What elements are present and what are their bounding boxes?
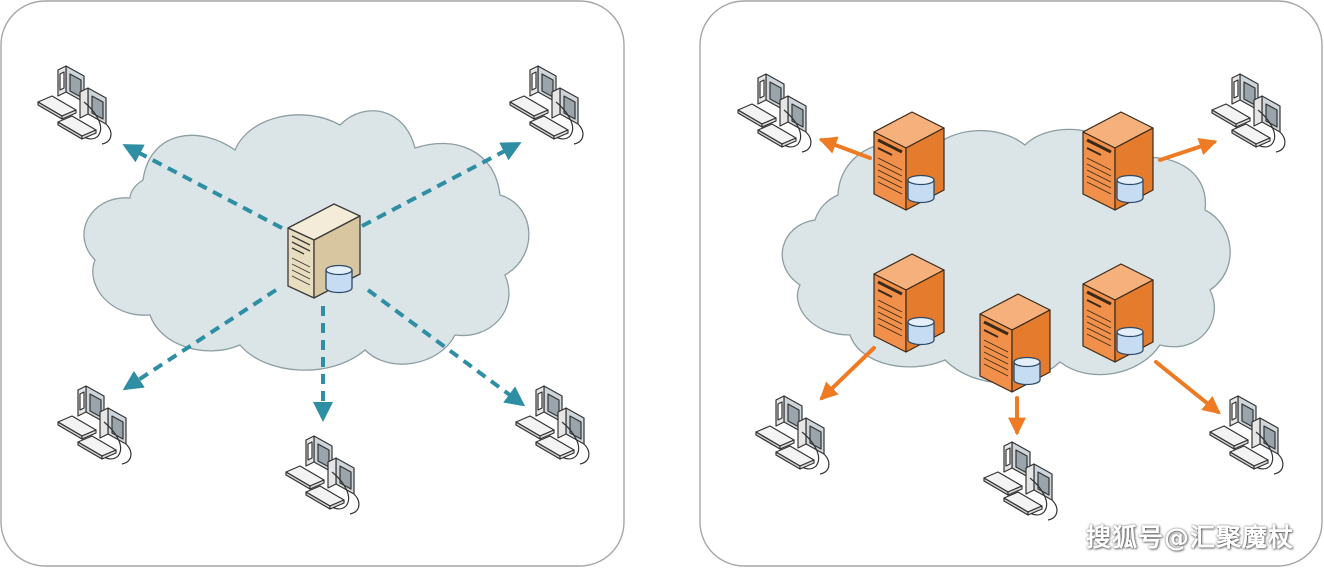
- arrow-to-client-bottom-right: [1154, 360, 1221, 415]
- arrows-distributed: [818, 136, 1221, 436]
- arrow-to-client-top-right: [1158, 138, 1218, 162]
- arrow-to-client-bottom-right: [366, 288, 526, 407]
- arrow-to-client-top-left: [818, 136, 872, 160]
- arrow-to-client-bottom-left: [819, 346, 876, 401]
- watermark-text: 搜狐号@汇聚魔杖: [1085, 523, 1294, 552]
- arrow-to-client-top-left: [122, 144, 283, 230]
- arrow-to-client-top-right: [361, 142, 522, 228]
- server-5: [1083, 264, 1153, 362]
- server-3: [874, 254, 944, 352]
- arrow-to-client-bottom-left: [122, 288, 278, 391]
- server-4: [980, 294, 1050, 392]
- arrows-centralized: [122, 142, 526, 422]
- server-2: [1083, 112, 1153, 210]
- server-1: [874, 112, 944, 210]
